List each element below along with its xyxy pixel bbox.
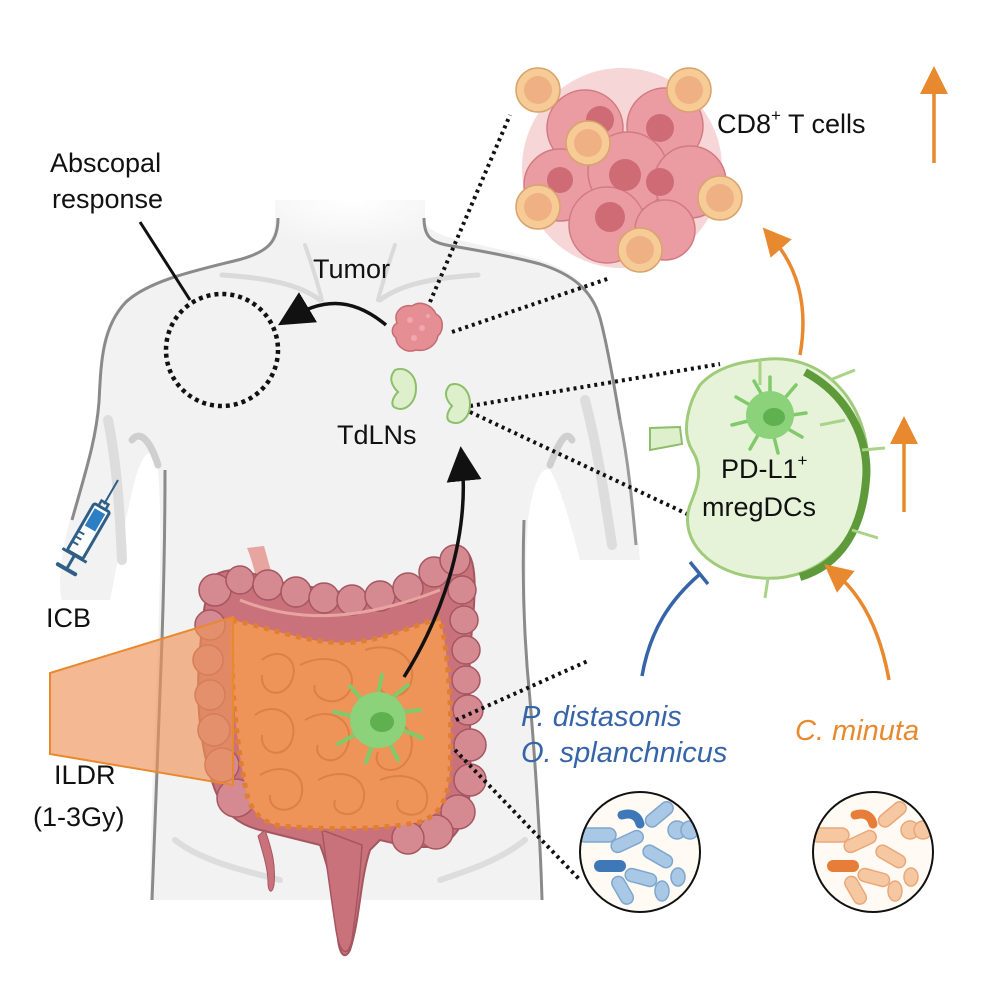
lymph-node-icon bbox=[390, 368, 472, 424]
ildr-label-line1: ILDR bbox=[54, 760, 116, 790]
gut-to-tdln-arrow bbox=[402, 446, 482, 678]
cd8-label: CD8+ T cells bbox=[717, 106, 866, 139]
cd8-t-cell-icon bbox=[515, 67, 743, 273]
mregdc-to-cd8-arrow bbox=[762, 227, 805, 356]
abscopal-site-circle bbox=[163, 291, 281, 409]
cd8-label-rest: T cells bbox=[781, 109, 866, 139]
bacteria-blue-icon bbox=[579, 791, 701, 913]
cminuta-promote-arrow bbox=[824, 564, 891, 681]
mregdcs-label: mregDCs bbox=[702, 492, 816, 522]
ildr-label-line2: (1-3Gy) bbox=[33, 802, 125, 832]
pdl1-label: PD-L1+ bbox=[721, 451, 808, 484]
syringe-icon bbox=[55, 479, 119, 577]
tumor-mass-icon bbox=[391, 302, 443, 352]
zoom-connector-lines bbox=[428, 114, 721, 882]
bacteria-orange-icon bbox=[812, 791, 934, 913]
radiation-beam-icon bbox=[49, 615, 234, 787]
pdl1-label-main: PD-L1 bbox=[721, 454, 798, 484]
cd8-label-main: CD8 bbox=[717, 109, 771, 139]
tumor-label: Tumor bbox=[313, 254, 390, 284]
c-minuta-label: C. minuta bbox=[795, 715, 919, 747]
tumor-to-abscopal-arrow bbox=[277, 292, 388, 327]
intestine-icon bbox=[192, 544, 487, 957]
pdistasonis-inhibit-arrow bbox=[640, 560, 710, 677]
tumor-cell-cluster-icon bbox=[515, 67, 743, 273]
abscopal-label-line1: Abscopal bbox=[50, 148, 161, 178]
icb-label: ICB bbox=[46, 603, 91, 633]
abscopal-pointer-line bbox=[138, 221, 192, 301]
p-distasonis-label: P. distasonis bbox=[521, 701, 682, 733]
pdl1-label-sup: + bbox=[798, 451, 808, 470]
abscopal-label-line2: response bbox=[52, 184, 163, 214]
lymph-node-zoom-icon bbox=[649, 357, 886, 599]
o-splanchnicus-label: O. splanchnicus bbox=[521, 737, 727, 769]
dendritic-cell-icon bbox=[332, 673, 424, 764]
tdlns-label: TdLNs bbox=[337, 420, 417, 450]
cd8-label-sup: + bbox=[771, 106, 781, 125]
mregdc-cell-icon bbox=[730, 375, 808, 455]
